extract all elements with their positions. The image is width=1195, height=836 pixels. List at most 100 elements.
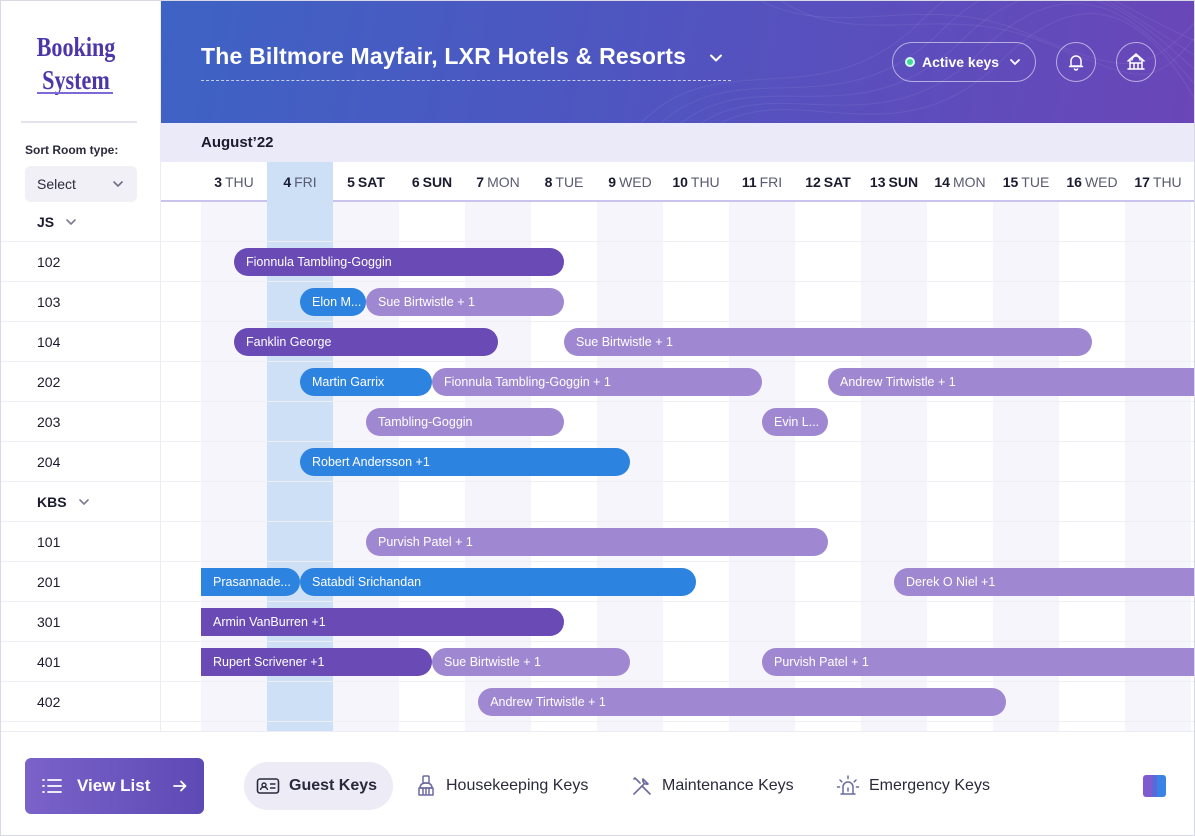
logo-underline: [37, 92, 113, 94]
hotel-button[interactable]: [1116, 42, 1156, 82]
tab-housekeeping-keys-label: Housekeeping Keys: [446, 777, 589, 794]
divider: [21, 121, 137, 123]
booking-bar[interactable]: Andrew Tirtwistle + 1: [828, 368, 1194, 396]
room-row-402[interactable]: 402: [1, 682, 161, 722]
booking-bar[interactable]: Andrew Tirtwistle + 1: [478, 688, 1007, 716]
tab-emergency-keys-label: Emergency Keys: [869, 777, 990, 794]
tab-maintenance-keys[interactable]: Maintenance Keys: [631, 762, 794, 810]
active-keys-dropdown[interactable]: Active keys: [892, 42, 1036, 82]
day-column: [1125, 202, 1191, 731]
room-row-202[interactable]: 202: [1, 362, 161, 402]
day-of-week: WED: [619, 174, 652, 190]
chevron-down-icon[interactable]: [709, 51, 723, 65]
view-list-button[interactable]: View List: [25, 758, 204, 814]
tab-guest-keys-label: Guest Keys: [289, 777, 378, 794]
logo-line-1: Booking: [36, 32, 116, 62]
day-of-week: SUN: [888, 174, 919, 190]
day-number: 16: [1066, 174, 1082, 190]
booking-bar[interactable]: Purvish Patel + 1: [762, 648, 1194, 676]
room-row-103[interactable]: 103: [1, 282, 161, 322]
month-bar: August’22: [161, 123, 1194, 162]
booking-bar[interactable]: Rupert Scrivener +1: [201, 648, 432, 676]
booking-bar[interactable]: Robert Andersson +1: [300, 448, 630, 476]
room-row-301[interactable]: 301: [1, 602, 161, 642]
row-divider: [161, 641, 1194, 642]
day-of-week: THU: [690, 174, 720, 190]
room-type-select[interactable]: Select: [25, 166, 137, 202]
booking-bar[interactable]: Prasannade...: [201, 568, 300, 596]
arrow-right-icon: [173, 780, 187, 792]
hotel-selector[interactable]: The Biltmore Mayfair, LXR Hotels & Resor…: [201, 43, 687, 69]
booking-bar[interactable]: Sue Birtwistle + 1: [564, 328, 1092, 356]
tab-housekeeping-keys[interactable]: Housekeeping Keys: [415, 762, 588, 810]
day-of-week: FRI: [294, 174, 317, 190]
booking-bar[interactable]: Martin Garrix: [300, 368, 432, 396]
room-row-104[interactable]: 104: [1, 322, 161, 362]
app-logo[interactable]: Booking System: [15, 31, 138, 97]
day-of-week: MON: [487, 174, 520, 190]
room-group-kbs[interactable]: KBS: [1, 482, 161, 522]
day-column: [927, 202, 993, 731]
row-divider: [161, 321, 1194, 322]
room-row-203[interactable]: 203: [1, 402, 161, 442]
book-icon[interactable]: [1142, 773, 1168, 799]
day-of-week: MON: [952, 174, 986, 190]
chevron-down-icon[interactable]: [77, 495, 91, 509]
room-number: 301: [37, 613, 61, 630]
notifications-button[interactable]: [1056, 42, 1096, 82]
booking-bar[interactable]: Fionnula Tambling-Goggin: [234, 248, 564, 276]
room-row-204[interactable]: 204: [1, 442, 161, 482]
room-group-js[interactable]: JS: [1, 202, 161, 242]
booking-bar[interactable]: Purvish Patel + 1: [366, 528, 828, 556]
day-number: 14: [934, 174, 950, 190]
footer: View List Guest Keys Hous: [1, 731, 1194, 835]
booking-bar[interactable]: Derek O Niel +1: [894, 568, 1194, 596]
booking-bar[interactable]: Armin VanBurren +1: [201, 608, 564, 636]
booking-bar[interactable]: Elon M...: [300, 288, 366, 316]
tab-emergency-keys[interactable]: Emergency Keys: [836, 762, 990, 810]
day-number: 4: [283, 174, 292, 190]
day-column: [663, 202, 729, 731]
day-column: [1059, 202, 1125, 731]
header: The Biltmore Mayfair, LXR Hotels & Resor…: [161, 1, 1194, 123]
room-row-201[interactable]: 201: [1, 562, 161, 602]
day-number: 12: [805, 174, 821, 190]
view-list-label: View List: [77, 776, 151, 795]
booking-bar[interactable]: Satabdi Srichandan: [300, 568, 696, 596]
day-number: 8: [544, 174, 553, 190]
room-row-401[interactable]: 401: [1, 642, 161, 682]
room-row-101[interactable]: 101: [1, 522, 161, 562]
booking-bar[interactable]: Fionnula Tambling-Goggin + 1: [432, 368, 762, 396]
booking-bar[interactable]: Sue Birtwistle + 1: [432, 648, 630, 676]
room-number: 202: [37, 373, 61, 390]
day-of-week: TUE: [1021, 174, 1050, 190]
room-row-102[interactable]: 102: [1, 242, 161, 282]
chevron-down-icon[interactable]: [64, 215, 78, 229]
booking-bar[interactable]: Tambling-Goggin: [366, 408, 564, 436]
logo-line-2: System: [42, 65, 110, 95]
housekeeping-icon: [418, 775, 434, 796]
day-number: 11: [741, 174, 757, 190]
booking-bar[interactable]: Sue Birtwistle + 1: [366, 288, 564, 316]
day-number: 3: [214, 174, 222, 190]
booking-bar[interactable]: Fanklin George: [234, 328, 498, 356]
booking-bar[interactable]: Evin L...: [762, 408, 828, 436]
tab-guest-keys[interactable]: Guest Keys: [244, 762, 394, 810]
